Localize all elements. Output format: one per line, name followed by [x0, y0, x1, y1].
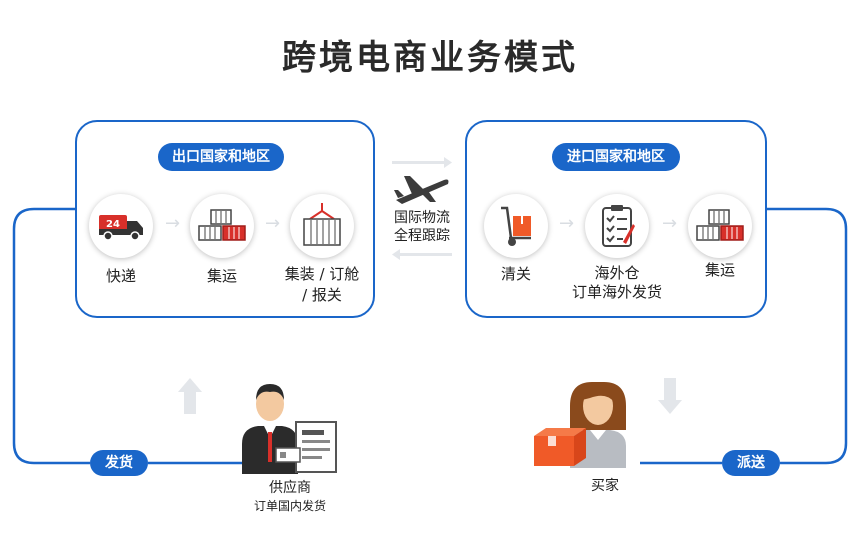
deliver-badge: 派送 — [722, 450, 780, 476]
hand-truck-icon — [501, 206, 531, 246]
step-arrow-icon: → — [559, 213, 575, 234]
supplier-label: 供应商 — [269, 480, 311, 496]
step-arrow-icon: → — [165, 213, 181, 234]
overseas-warehouse-label-line1: 海外仓 — [594, 264, 640, 282]
import-consolidation-label: 集运 — [704, 261, 735, 279]
delivery-truck-icon: 24 — [99, 215, 143, 241]
buyer-label: 买家 — [591, 478, 619, 494]
booking-label-line2: / 报关 — [302, 286, 342, 304]
crane-container-icon — [303, 203, 341, 246]
consolidation-label: 集运 — [206, 267, 237, 285]
container-stack-icon — [198, 209, 246, 241]
overseas-warehouse-step — [585, 194, 649, 258]
down-arrow-icon — [658, 378, 682, 414]
up-arrow-icon — [178, 378, 202, 414]
logistics-label-line1: 国际物流 — [394, 210, 450, 226]
step-arrow-icon: → — [265, 213, 281, 234]
logistics-label-line2: 全程跟踪 — [394, 228, 450, 244]
airplane-icon — [394, 176, 449, 204]
svg-text:24: 24 — [106, 219, 120, 230]
step-arrow-icon: → — [662, 213, 678, 234]
overseas-warehouse-label-line2: 订单海外发货 — [571, 283, 662, 301]
ship-badge: 发货 — [90, 450, 148, 476]
page-title: 跨境电商业务模式 — [282, 38, 578, 78]
container-booking-step — [290, 194, 354, 258]
express-step: 24 — [89, 194, 153, 258]
import-region-pill: 进口国家和地区 — [552, 143, 680, 171]
supplier-figure-icon — [242, 384, 337, 474]
customs-label: 清关 — [500, 265, 531, 283]
customs-clearance-step — [484, 194, 548, 258]
right-arrow-icon — [392, 157, 452, 168]
export-region-pill: 出口国家和地区 — [158, 143, 284, 171]
import-consolidation-step — [688, 194, 752, 258]
container-stack-icon — [696, 209, 744, 241]
left-arrow-icon — [392, 249, 452, 260]
booking-label-line1: 集装 / 订舱 — [284, 265, 360, 283]
supplier-sublabel: 订单国内发货 — [253, 499, 326, 513]
clipboard-check-icon — [602, 205, 635, 247]
consolidation-step — [190, 194, 254, 258]
buyer-figure-icon — [534, 382, 626, 468]
express-label: 快递 — [105, 267, 136, 285]
